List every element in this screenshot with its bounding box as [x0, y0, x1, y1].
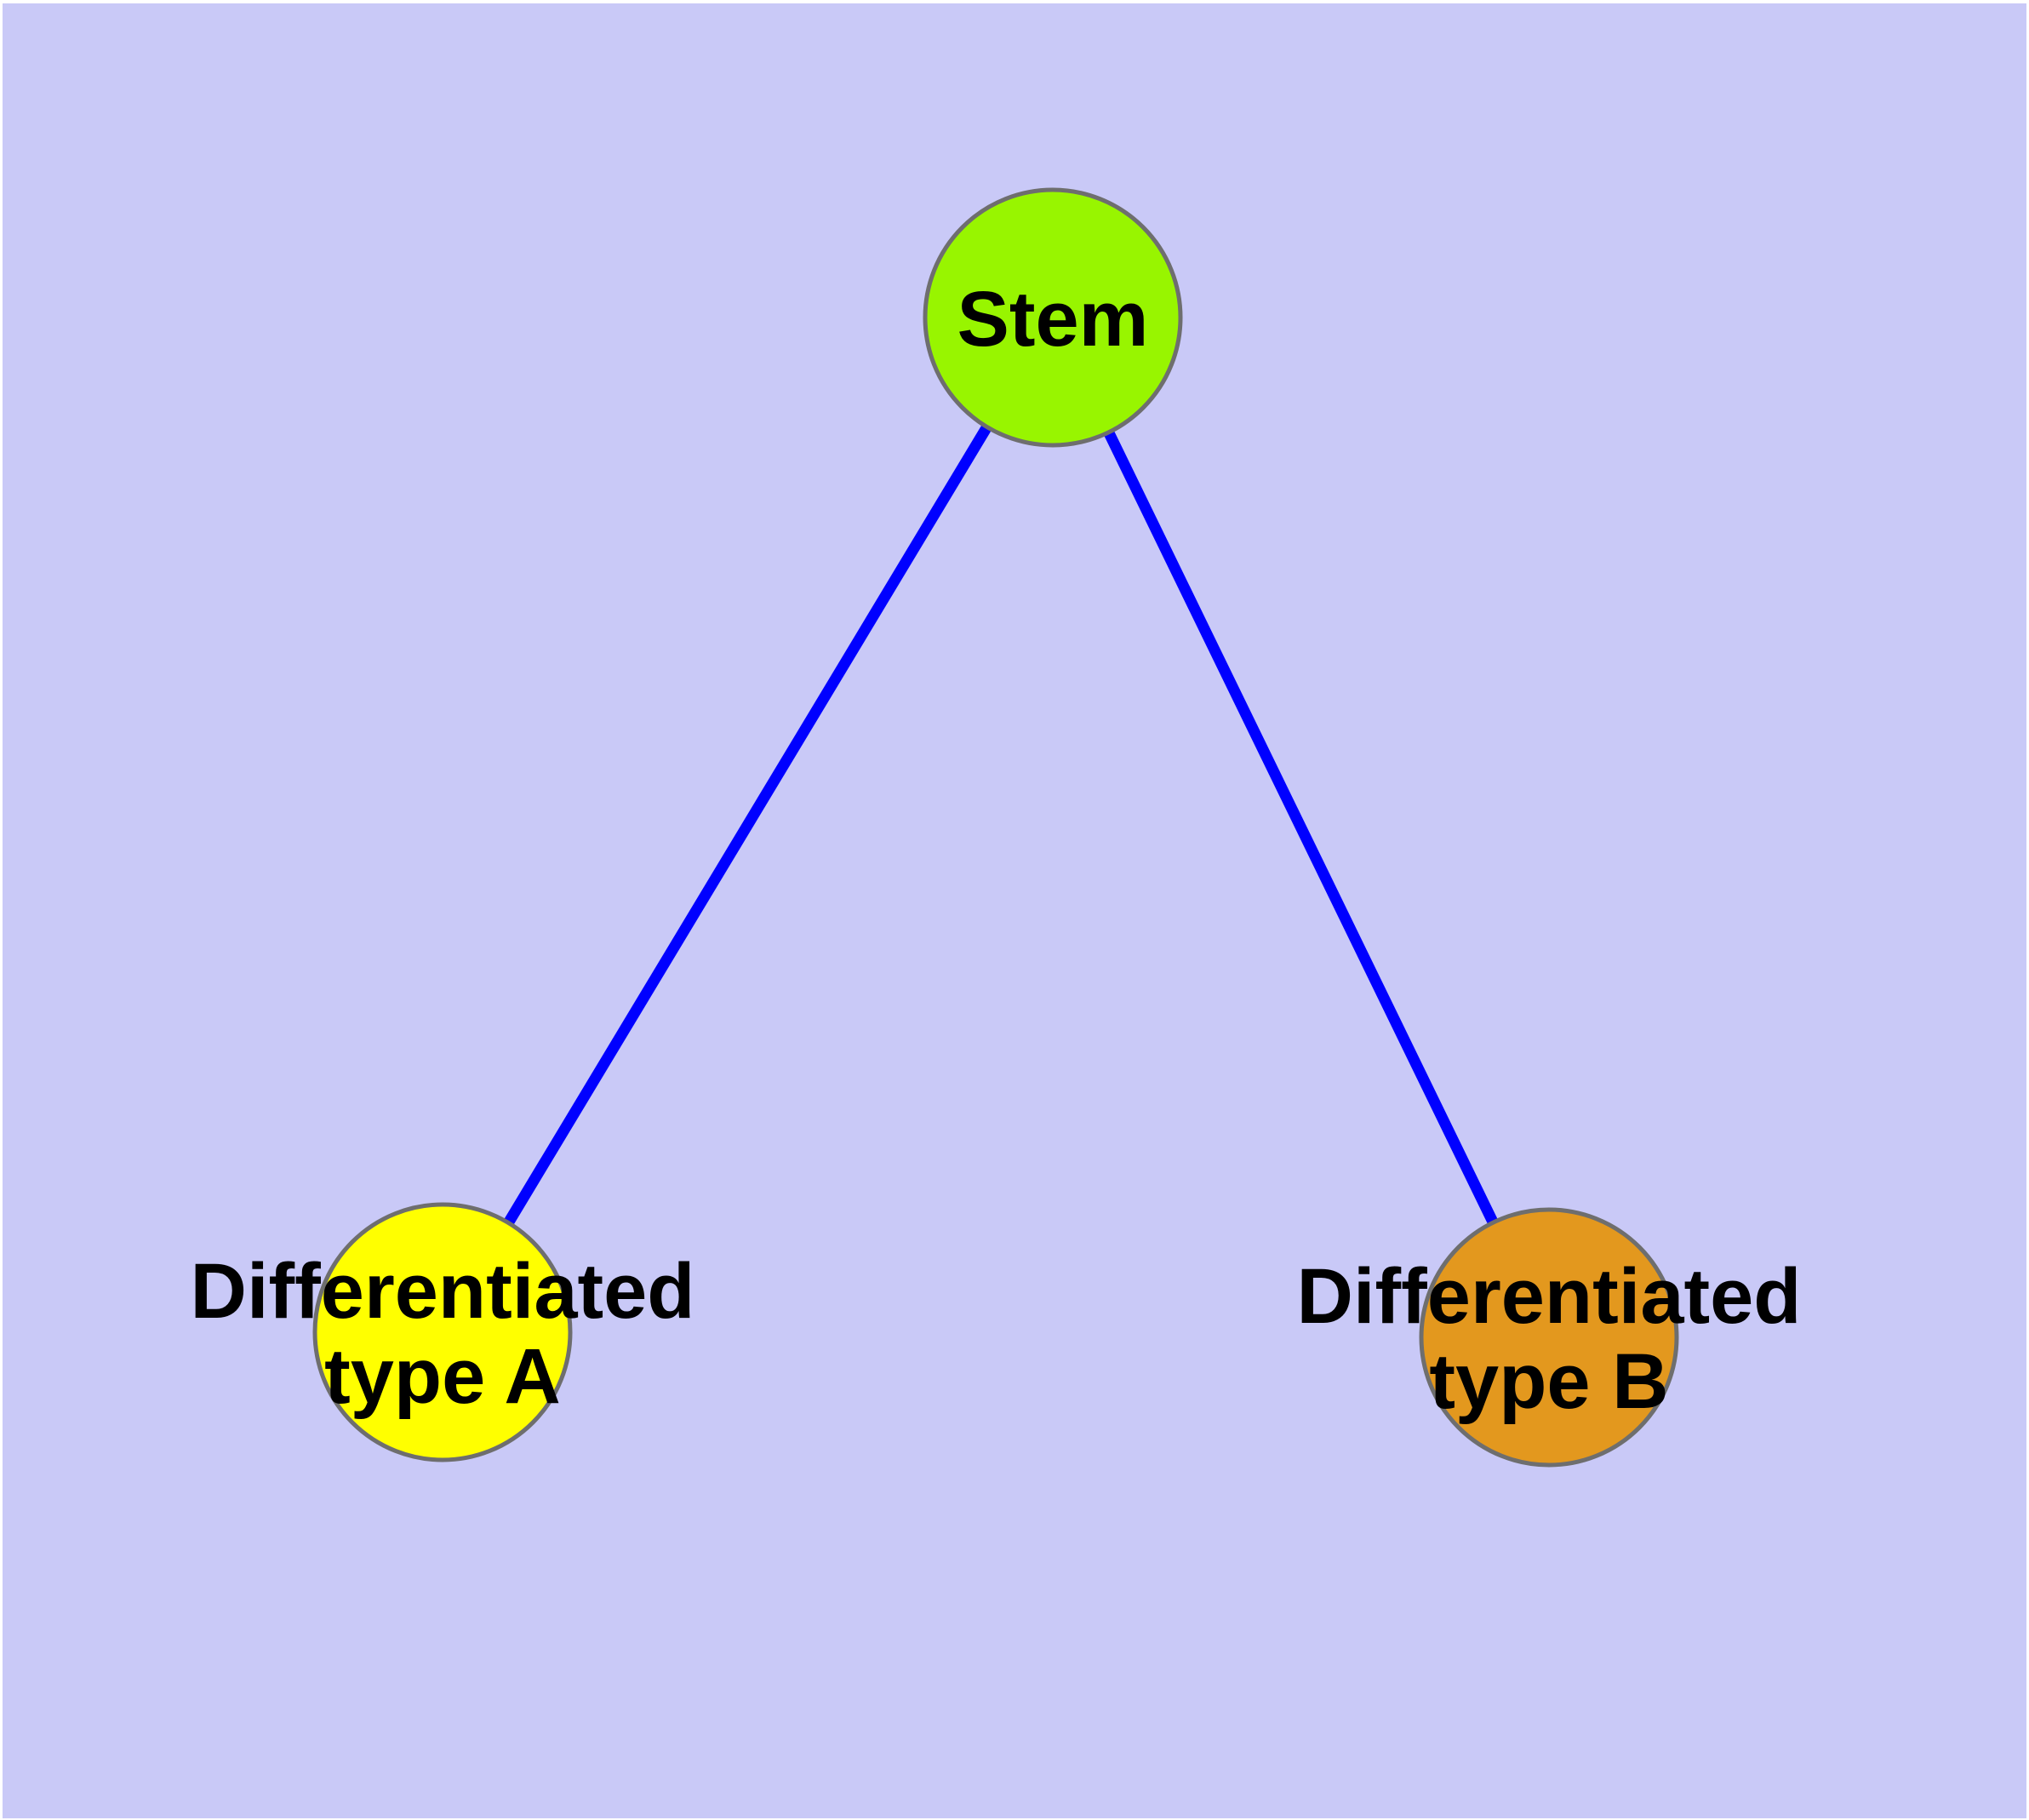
node-differentiated-type-a: [312, 1202, 573, 1462]
node-stem: [923, 187, 1183, 448]
node-type-a-label-line2: type A: [324, 1333, 561, 1420]
node-type-a-label-line1: Differentiated: [191, 1248, 695, 1335]
edge-stem-to-type-a: [437, 314, 1058, 1336]
edge-stem-to-type-b: [1048, 315, 1554, 1340]
node-differentiated-type-b: [1419, 1207, 1679, 1468]
node-stem-label: Stem: [957, 276, 1149, 363]
node-type-b-label-line1: Differentiated: [1297, 1253, 1802, 1340]
node-type-b-label-line2: type B: [1429, 1338, 1668, 1425]
